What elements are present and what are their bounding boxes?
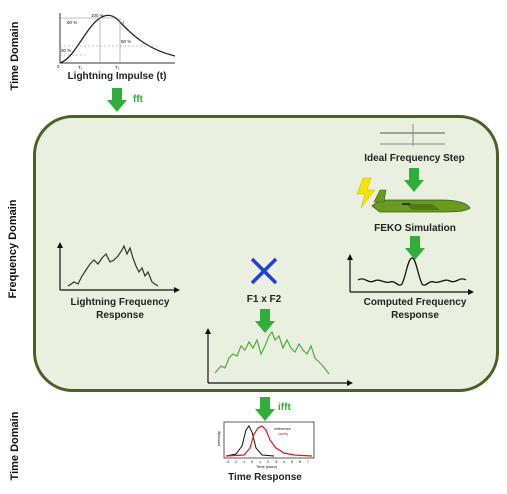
mini-plot-xlabel: Time (nsec) — [256, 464, 278, 469]
impulse-t1: T₁ — [78, 65, 83, 70]
lightning-impulse-label: Lightning Impulse (t) — [67, 71, 167, 82]
computed-frequency-line1: Computed Frequency — [363, 297, 467, 308]
computed-frequency-label: Computed Frequency Response — [345, 296, 485, 322]
lightning-bolt-icon — [356, 177, 376, 209]
legend-reference: reference — [274, 426, 292, 431]
time-response-label: Time Response — [228, 472, 302, 483]
lightning-frequency-line2: Response — [96, 310, 144, 321]
multiply-label: F1 x F2 — [246, 294, 282, 305]
product-response-graph — [205, 328, 353, 386]
multiply-cross-icon — [250, 257, 278, 285]
lightning-frequency-label: Lightning Frequency Response — [45, 296, 195, 322]
computed-frequency-line2: Response — [391, 310, 439, 321]
fft-arrow — [107, 88, 127, 112]
impulse-50: 50 % — [121, 39, 131, 44]
time-domain-label-top: Time Domain — [9, 21, 21, 91]
frequency-domain-label: Frequency Domain — [7, 199, 19, 299]
xtick-7: 4 — [283, 460, 285, 464]
arrow-to-computed — [405, 236, 425, 260]
fft-label: fft — [133, 94, 143, 105]
lightning-frequency-line1: Lightning Frequency — [70, 297, 170, 308]
xtick-1: -2 — [234, 460, 237, 464]
ifft-label: ifft — [278, 402, 291, 413]
ideal-frequency-step-label: Ideal Frequency Step — [364, 153, 465, 164]
impulse-zero: 0 — [57, 64, 60, 69]
ifft-arrow — [255, 397, 275, 421]
airplane-icon — [371, 189, 471, 213]
xtick-5: 2 — [267, 460, 269, 464]
computed-response-graph — [347, 254, 474, 295]
xtick-2: -1 — [242, 460, 245, 464]
xtick-9: 6 — [299, 460, 301, 464]
xtick-6: 3 — [275, 460, 277, 464]
legend-cavity: cavity — [278, 431, 288, 436]
frequency-domain-panel — [33, 115, 499, 392]
time-domain-label-bottom: Time Domain — [9, 411, 21, 481]
impulse-100: 100 % — [91, 13, 104, 18]
xtick-8: 5 — [291, 460, 293, 464]
feko-simulation-label: FEKO Simulation — [374, 223, 456, 234]
arrow-to-simulation — [404, 168, 424, 192]
arrow-to-product — [255, 309, 275, 333]
xtick-3: 0 — [251, 460, 253, 464]
impulse-30: 30 % — [61, 48, 71, 53]
impulse-90-left: 90 % — [67, 20, 77, 25]
xtick-0: -3 — [226, 460, 229, 464]
mini-plot-xticks: -3 -2 -1 0 1 2 3 4 5 6 7 — [226, 460, 309, 464]
xtick-4: 1 — [259, 460, 261, 464]
time-response-graph: Intensity reference cavity -3 -2 -1 0 1 … — [216, 421, 315, 469]
impulse-t2: T₂ — [115, 65, 120, 70]
lightning-impulse-graph: 90 % 100 % I 50 % 30 % 0 T₁ T₂ — [57, 13, 176, 70]
impulse-i-mark: I — [123, 20, 124, 25]
lightning-frequency-graph — [57, 242, 180, 293]
ideal-step-graph — [380, 124, 445, 146]
mini-plot-ylabel: Intensity — [216, 431, 221, 446]
xtick-10: 7 — [307, 460, 309, 464]
